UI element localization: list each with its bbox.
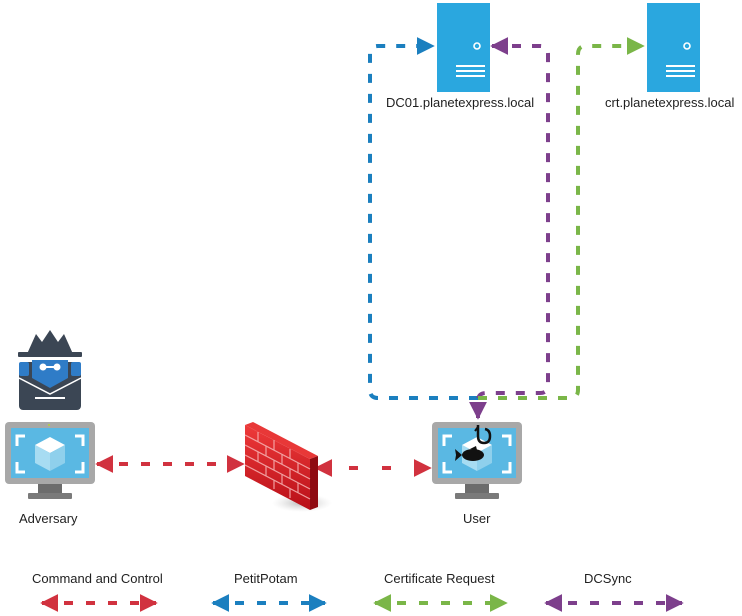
firewall-icon xyxy=(244,422,332,512)
adversary-computer-icon[interactable] xyxy=(5,422,95,499)
connection-dcsync xyxy=(469,37,550,420)
legend-label-certificate-request: Certificate Request xyxy=(384,571,495,586)
fish-icon xyxy=(455,446,484,461)
dc01-label: DC01.planetexpress.local xyxy=(386,95,535,110)
hacker-icon xyxy=(18,330,82,410)
legend-label-command-and-control: Command and Control xyxy=(32,571,163,586)
crt-label: crt.planetexpress.local xyxy=(605,95,735,110)
legend-label-petitpotam: PetitPotam xyxy=(234,571,298,586)
user-label: User xyxy=(463,511,491,526)
crt-server-icon[interactable] xyxy=(647,3,700,92)
connection-petitpotam xyxy=(368,37,478,400)
adversary-label: Adversary xyxy=(19,511,78,526)
dc01-server-icon[interactable] xyxy=(437,3,490,92)
legend-label-dcsync: DCSync xyxy=(584,571,632,586)
fish-hook-icon xyxy=(474,425,492,445)
